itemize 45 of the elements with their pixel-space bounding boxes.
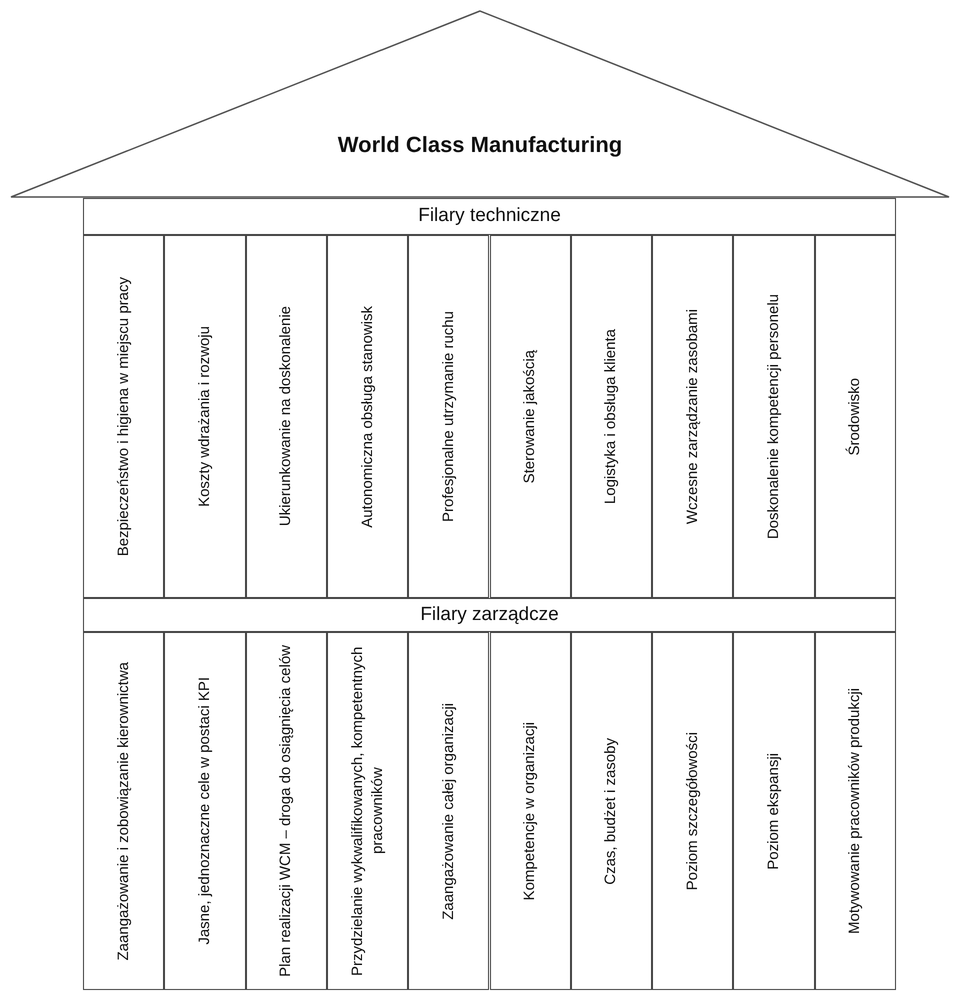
- pillar-label: Motywowanie pracowników produkcji: [845, 688, 864, 934]
- pillar-column: [164, 235, 246, 598]
- pillar-label: Przydzielanie wykwalifikowanych, kompetentnych pracowników: [348, 645, 387, 978]
- pillar-label: Sterowanie jakością: [520, 350, 540, 484]
- pillar-column: [83, 235, 164, 598]
- roof-title: World Class Manufacturing: [338, 131, 622, 159]
- pillar-column: [652, 235, 734, 598]
- pillar-column: [652, 632, 734, 990]
- pillar-column: [733, 632, 815, 990]
- pillar-label: Kompetencje w organizacji: [520, 722, 540, 900]
- section-band: [83, 598, 896, 632]
- pillar-label: Doskonalenie kompetencji personelu: [764, 294, 784, 540]
- pillar-label: Wczesne zarządzanie zasobami: [682, 308, 702, 524]
- pillar-column: [246, 235, 327, 598]
- pillar-column: [326, 235, 408, 598]
- section-heading: Filary techniczne: [418, 204, 561, 228]
- pillar-column: [570, 632, 652, 990]
- pillar-label: Ukierunkowanie na doskonalenie: [276, 306, 296, 527]
- pillar-column: [408, 632, 490, 990]
- pillar-column: [814, 235, 896, 598]
- pillar-column: [570, 235, 652, 598]
- pillar-column: [733, 235, 815, 598]
- pillar-label: Bezpieczeństwo i higiena w miejscu pracy: [114, 276, 133, 556]
- pillar-column: [326, 632, 408, 990]
- pillar-label: Profesjonalne utrzymanie ruchu: [438, 311, 458, 522]
- pillar-label: Zaangażowanie całej organizacji: [438, 702, 458, 920]
- pillar-column: [246, 632, 327, 990]
- pillar-label: Poziom szczegółowości: [682, 732, 702, 890]
- section-heading: Filary zarządcze: [420, 602, 559, 627]
- pillar-column: [490, 235, 571, 598]
- pillar-column: [814, 632, 896, 990]
- pillar-label: Zaangażowanie i zobowiązanie kierownictwa: [114, 662, 133, 960]
- pillar-column: [164, 632, 246, 990]
- pillar-label: Koszty wdrażania i rozwoju: [194, 326, 214, 507]
- pillar-label: Plan realizacji WCM – droga do osiągnięcia celów: [276, 645, 296, 977]
- pillar-label: Poziom ekspansji: [764, 752, 784, 870]
- section-band: [83, 198, 896, 235]
- pillar-label: Czas, budżet i zasoby: [601, 738, 620, 884]
- pillar-label: Środowisko: [845, 378, 864, 456]
- pillar-column: [490, 632, 571, 990]
- pillar-label: Autonomiczna obsługa stanowisk: [358, 306, 377, 528]
- pillar-label: Logistyka i obsługa klienta: [601, 328, 620, 504]
- pillar-label: Jasne, jednoznaczne cele w postaci KPI: [194, 677, 214, 945]
- pillar-column: [83, 632, 164, 990]
- pillar-column: [408, 235, 490, 598]
